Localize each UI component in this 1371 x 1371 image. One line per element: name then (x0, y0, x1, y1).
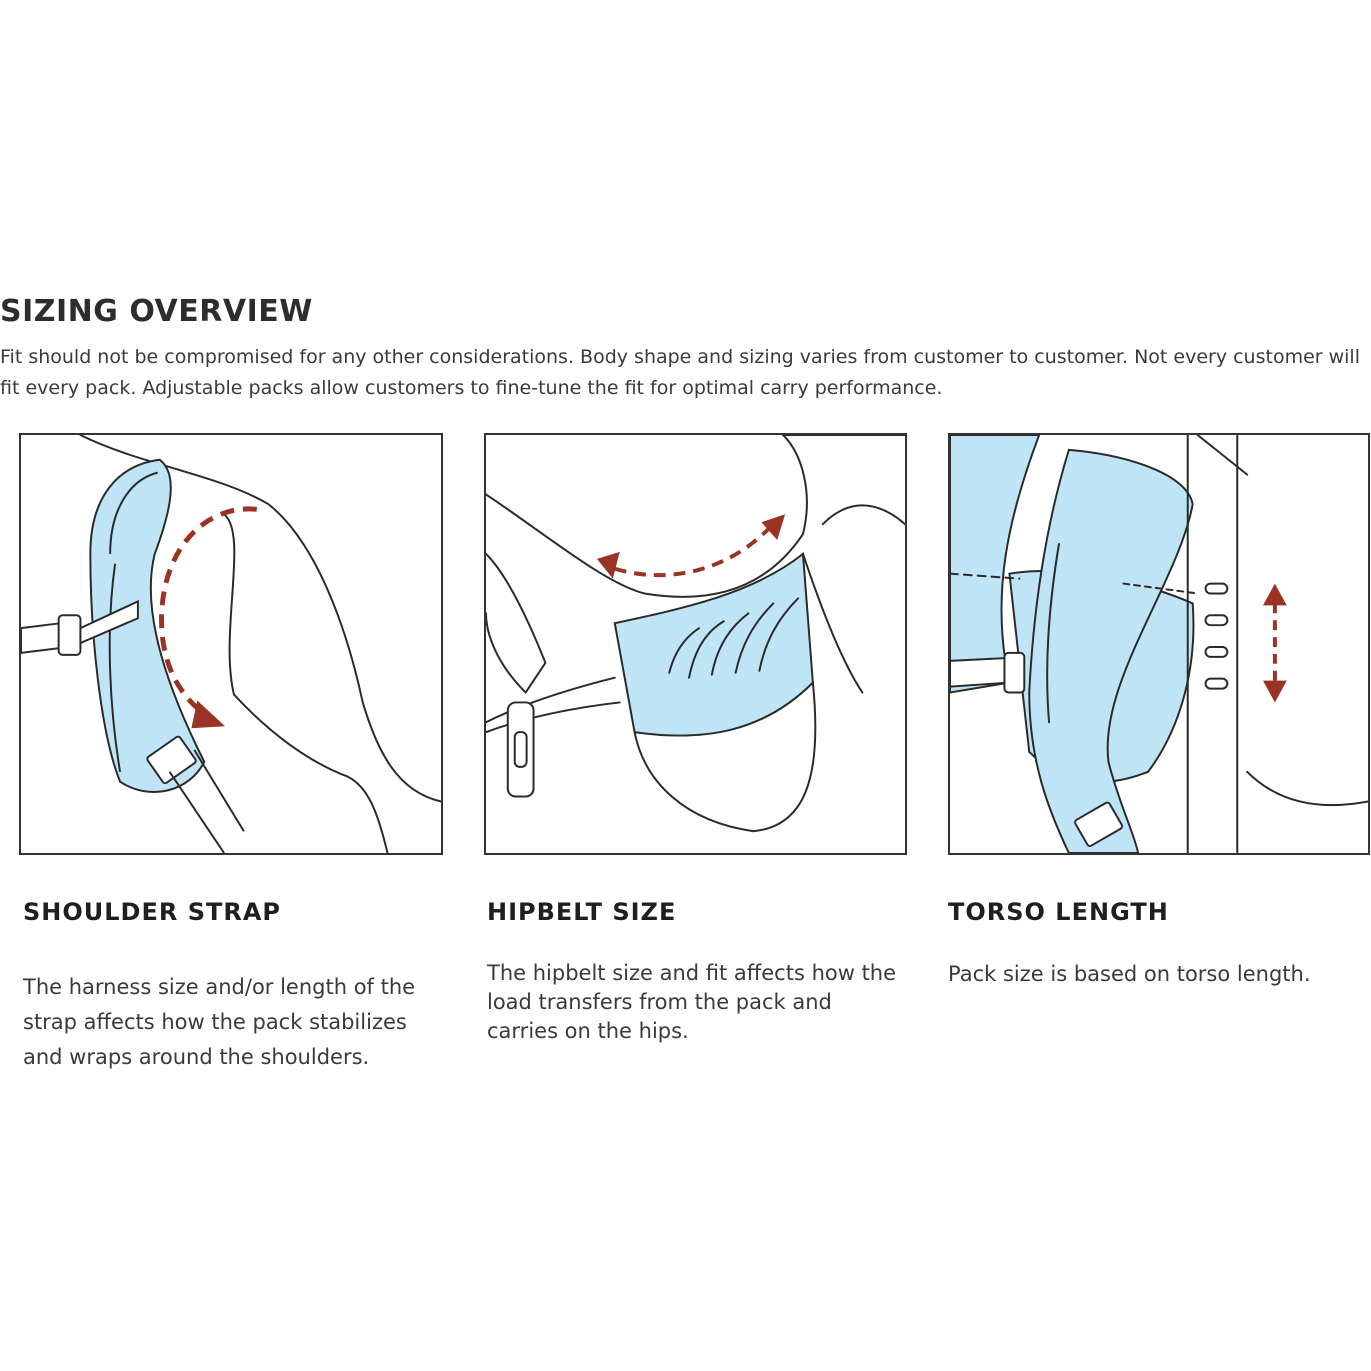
torso-length-description: Pack size is based on torso length. (948, 962, 1311, 986)
hipbelt-size-description: The hipbelt size and fit affects how the… (487, 961, 897, 1043)
torso-length-drawing (950, 435, 1368, 853)
shoulder-strap-drawing (21, 435, 441, 853)
hipbelt-size-title: HIPBELT SIZE (487, 898, 677, 926)
torso-length-illustration (948, 433, 1370, 855)
torso-length-title: TORSO LENGTH (948, 898, 1169, 926)
hipbelt-illustration (484, 433, 907, 855)
arrow-head-down (1263, 680, 1287, 703)
page-title: SIZING OVERVIEW (0, 294, 313, 329)
intro-paragraph: Fit should not be compromised for any ot… (0, 346, 1360, 399)
shoulder-strap-description: The harness size and/or length of the st… (23, 975, 416, 1069)
arrow-head-left (596, 551, 620, 579)
arrow-head (191, 700, 226, 729)
arrow-head-right (761, 514, 786, 540)
shoulder-strap-illustration (19, 433, 443, 855)
arrow-head-up (1263, 583, 1287, 606)
hipbelt-drawing (486, 435, 905, 833)
shoulder-strap-title: SHOULDER STRAP (23, 898, 282, 926)
